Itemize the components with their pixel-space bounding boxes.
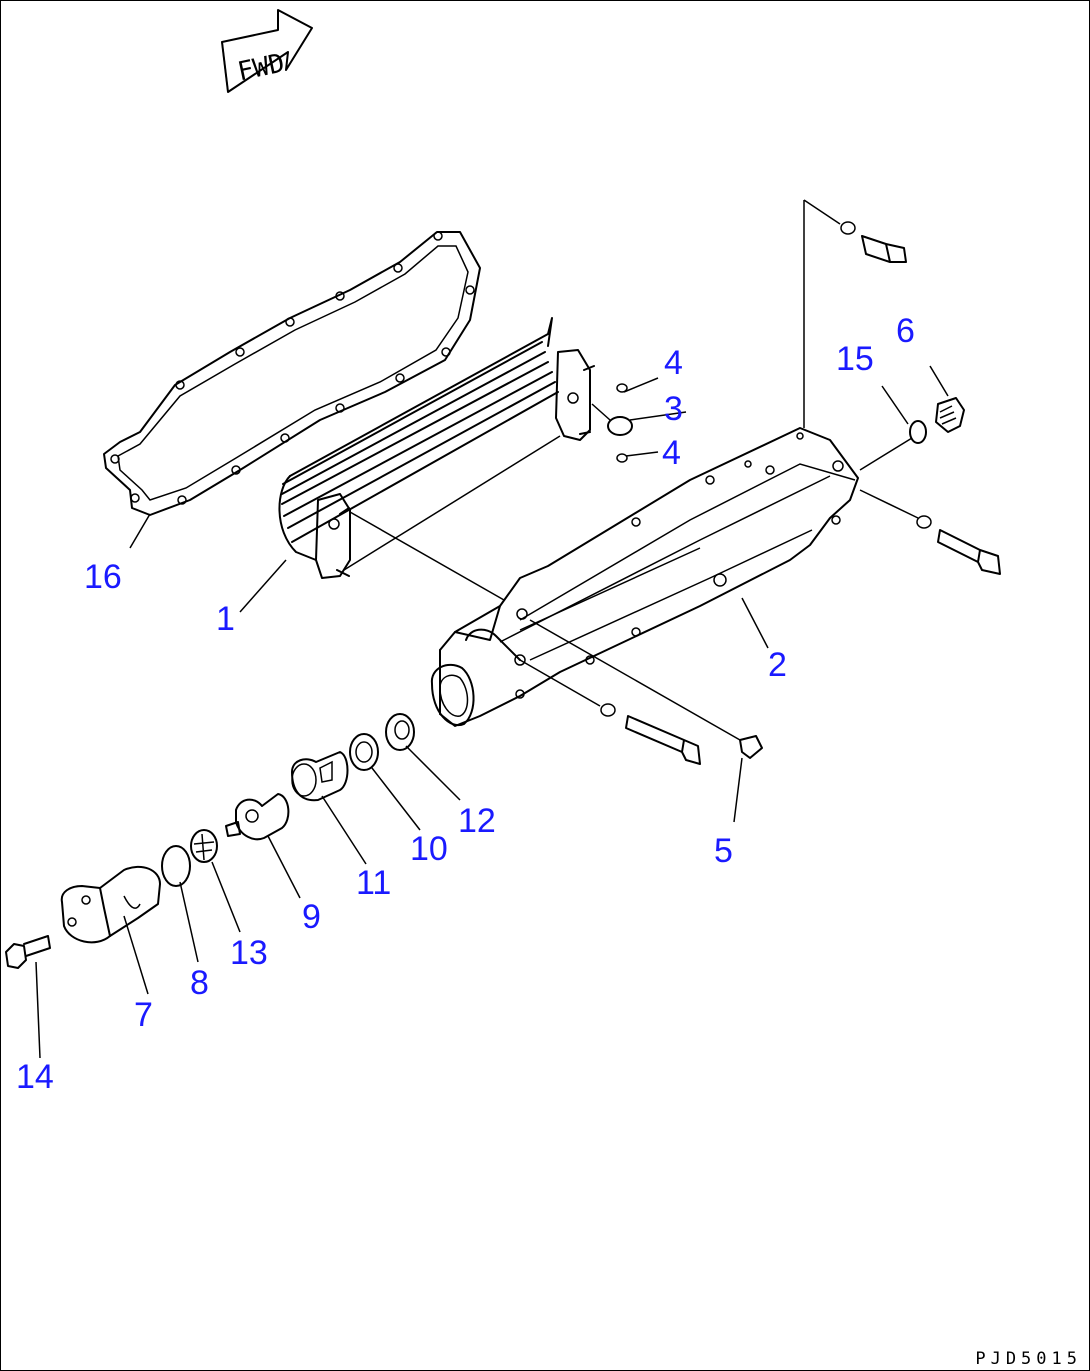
callout-1: 1 xyxy=(216,600,235,638)
drawing-code: PJD5015 xyxy=(975,1349,1082,1369)
callout-8: 8 xyxy=(190,964,209,1002)
callout-6: 6 xyxy=(896,312,915,350)
callout-11: 11 xyxy=(356,864,391,902)
callout-2: 2 xyxy=(768,646,787,684)
callout-13: 13 xyxy=(230,934,268,972)
callout-9: 9 xyxy=(302,898,321,936)
oil-cooler-core-part xyxy=(278,317,595,579)
callout-5: 5 xyxy=(714,832,733,870)
callout-4-upper: 4 xyxy=(664,344,683,382)
fwd-label: FWD xyxy=(235,48,287,87)
callout-7: 7 xyxy=(134,996,153,1034)
gasket-part xyxy=(103,231,481,516)
callout-labels: 1 2 3 4 4 5 6 7 8 9 10 11 12 13 14 15 16 xyxy=(16,312,915,1096)
callout-10: 10 xyxy=(410,830,448,868)
callout-3: 3 xyxy=(664,390,683,428)
callout-16: 16 xyxy=(84,558,122,596)
regulator-valve-parts xyxy=(5,713,415,969)
callout-15: 15 xyxy=(836,340,874,378)
oil-cooler-cover-part xyxy=(430,427,859,727)
callout-4-lower: 4 xyxy=(662,434,681,472)
callout-14: 14 xyxy=(16,1058,54,1096)
bolts-and-washers xyxy=(600,221,1001,765)
leader-lines xyxy=(35,199,949,1059)
fwd-arrow-icon: FWD xyxy=(221,9,313,93)
callout-12: 12 xyxy=(458,802,496,840)
